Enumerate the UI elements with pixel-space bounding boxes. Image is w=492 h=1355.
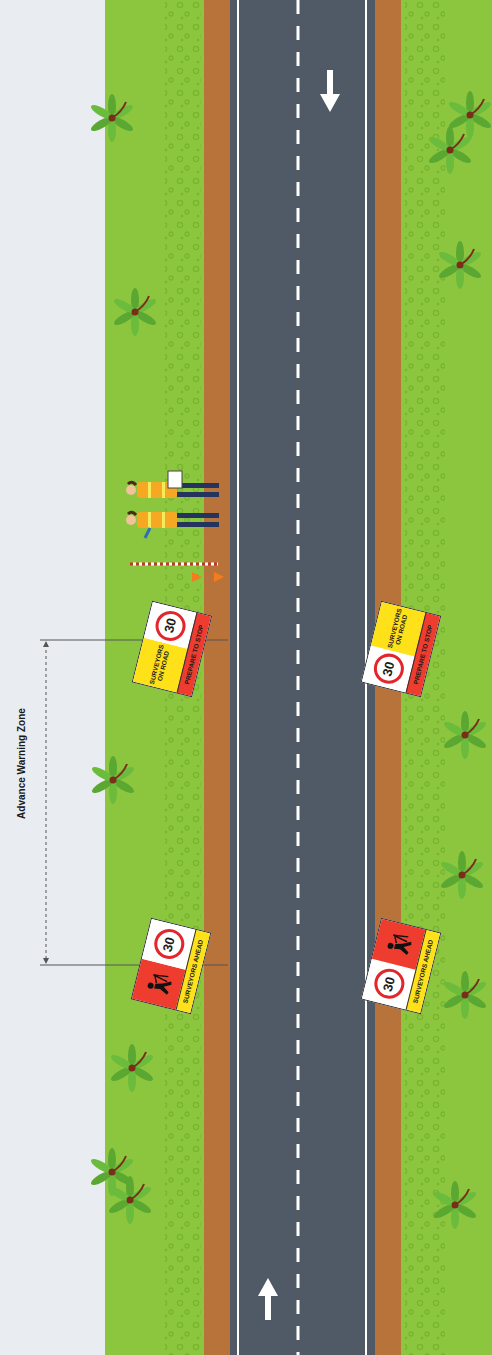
surveyor-icon <box>383 929 415 961</box>
warning-sign: SURVEYORS ON ROAD30PREPARE TO STOP <box>132 601 212 698</box>
speed-circle: 30 <box>370 651 406 687</box>
speed-circle: 30 <box>150 926 186 962</box>
speed-limit: 30 <box>380 975 397 992</box>
warning-sign: 30SURVEYORS ON ROADPREPARE TO STOP <box>361 601 441 698</box>
zone-label: Advance Warning Zone <box>16 699 27 829</box>
speed-limit: 30 <box>160 936 177 953</box>
speed-limit: 30 <box>162 617 179 634</box>
speed-limit: 30 <box>380 660 397 677</box>
sign-message: SURVEYORS ON ROAD <box>384 605 412 653</box>
surveyor-icon <box>143 968 175 1000</box>
warning-sign: 30SURVEYORS AHEAD <box>131 918 211 1015</box>
warning-sign: 30SURVEYORS AHEAD <box>361 918 441 1015</box>
speed-circle: 30 <box>371 966 407 1002</box>
speed-circle: 30 <box>152 607 188 643</box>
sign-message: SURVEYORS ON ROAD <box>146 641 174 689</box>
